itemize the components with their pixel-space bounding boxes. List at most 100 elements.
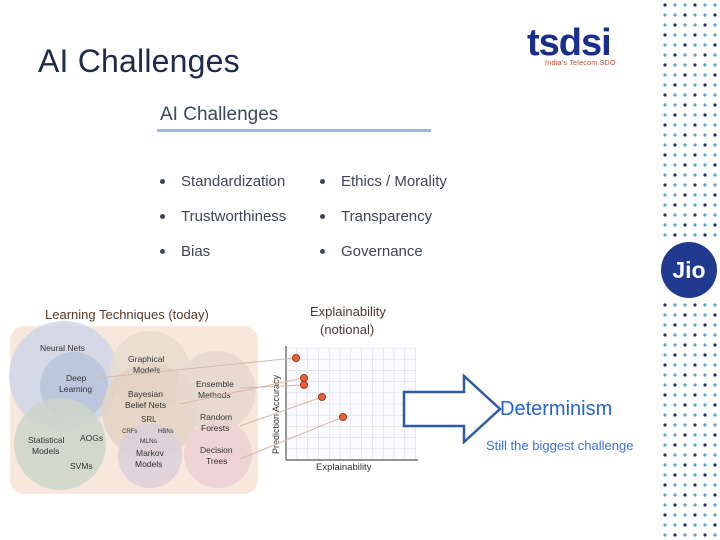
decor-dot xyxy=(683,113,687,117)
chart-point xyxy=(300,374,308,382)
jio-logo: Jio xyxy=(661,242,717,298)
decor-dot xyxy=(673,63,677,67)
decor-dot xyxy=(703,403,707,407)
decor-dot xyxy=(683,353,687,357)
decor-dot xyxy=(703,463,707,467)
decor-dot xyxy=(693,503,697,507)
decor-dot xyxy=(713,43,717,47)
decor-dot xyxy=(663,453,667,457)
decor-dot xyxy=(693,403,697,407)
decor-dot xyxy=(693,63,697,67)
decor-dot xyxy=(693,203,697,207)
decor-dot xyxy=(713,393,717,397)
decor-dot xyxy=(693,143,697,147)
decor-dot xyxy=(703,73,707,77)
decor-dot xyxy=(683,493,687,497)
decor-dot xyxy=(693,513,697,517)
decor-dot xyxy=(673,403,677,407)
decor-dot xyxy=(683,153,687,157)
decor-dot xyxy=(703,523,707,527)
decor-dot xyxy=(673,413,677,417)
decor-dot xyxy=(703,443,707,447)
decor-dot xyxy=(703,233,707,237)
decor-dot xyxy=(713,403,717,407)
label-srl: SRL xyxy=(141,415,157,424)
bullet-text: Trustworthiness xyxy=(181,208,287,225)
decor-dot xyxy=(693,3,697,7)
decor-dot xyxy=(713,443,717,447)
decor-dot xyxy=(703,343,707,347)
decor-dot xyxy=(673,533,677,537)
decor-dot xyxy=(693,53,697,57)
decor-dot xyxy=(703,143,707,147)
decor-dot xyxy=(713,183,717,187)
decor-dot xyxy=(673,493,677,497)
bullet-dot xyxy=(160,214,165,219)
decor-dot xyxy=(673,163,677,167)
decor-dot xyxy=(673,53,677,57)
decor-dot xyxy=(683,13,687,17)
bullet-item: Trustworthiness xyxy=(160,199,286,234)
decor-dot xyxy=(703,453,707,457)
label-markov-2: Models xyxy=(135,459,162,469)
decor-dot xyxy=(663,113,667,117)
decor-dot xyxy=(713,373,717,377)
decor-dot xyxy=(673,353,677,357)
decor-dot xyxy=(683,413,687,417)
decor-dot xyxy=(713,233,717,237)
decor-dot xyxy=(673,213,677,217)
decor-dot xyxy=(663,393,667,397)
decor-dot xyxy=(713,83,717,87)
decor-dot xyxy=(663,423,667,427)
decor-dot xyxy=(703,193,707,197)
decor-dot xyxy=(663,123,667,127)
decor-dot xyxy=(703,133,707,137)
label-crfs: CRFs xyxy=(122,429,137,435)
slide-title: AI Challenges xyxy=(38,43,240,79)
decor-dot xyxy=(663,73,667,77)
decor-dot xyxy=(703,33,707,37)
decor-dot xyxy=(663,443,667,447)
bullet-text: Standardization xyxy=(181,173,286,190)
decor-dot xyxy=(673,153,677,157)
decor-dot xyxy=(693,23,697,27)
explainability-subtitle: (notional) xyxy=(320,322,374,337)
decor-dot xyxy=(713,353,717,357)
decor-dot xyxy=(693,113,697,117)
decor-dot xyxy=(663,483,667,487)
decor-dot xyxy=(683,343,687,347)
chart-point xyxy=(292,354,300,362)
decor-dot xyxy=(713,493,717,497)
decor-dot xyxy=(673,423,677,427)
decor-dot xyxy=(703,503,707,507)
decor-dot xyxy=(703,303,707,307)
decor-dot xyxy=(713,173,717,177)
decor-dot xyxy=(713,93,717,97)
decor-dot xyxy=(673,93,677,97)
decor-dot xyxy=(673,393,677,397)
decor-dot xyxy=(703,43,707,47)
decor-dot xyxy=(703,173,707,177)
decor-dot xyxy=(713,113,717,117)
decor-dot xyxy=(713,473,717,477)
decor-dot xyxy=(703,123,707,127)
decor-dot xyxy=(663,153,667,157)
decor-dot xyxy=(693,353,697,357)
connector-line xyxy=(97,357,295,379)
decor-dot xyxy=(703,423,707,427)
decor-dot xyxy=(663,193,667,197)
decor-dot xyxy=(683,363,687,367)
decor-dot xyxy=(683,323,687,327)
tsdsi-logo: tsdsi xyxy=(527,22,612,64)
decor-dot xyxy=(683,463,687,467)
decor-dot xyxy=(693,443,697,447)
decor-dot xyxy=(663,103,667,107)
decor-dot xyxy=(703,203,707,207)
decor-dot xyxy=(693,493,697,497)
chart-xlabel: Explainability xyxy=(316,462,372,473)
decor-dot xyxy=(673,373,677,377)
decor-dot xyxy=(693,363,697,367)
decor-dot xyxy=(703,533,707,537)
learning-techniques-diagram: Learning Techniques (today) Neural Nets … xyxy=(9,304,418,494)
label-graphical-2: Models xyxy=(133,365,160,375)
